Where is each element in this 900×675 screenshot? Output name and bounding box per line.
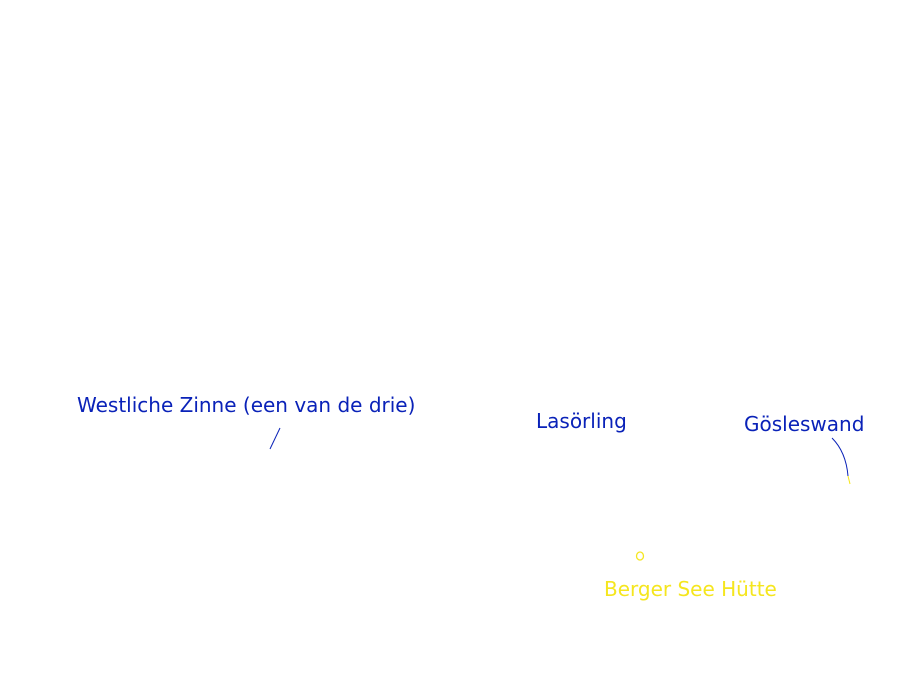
- lasoerling-label[interactable]: Lasörling: [536, 409, 627, 433]
- goesleswand-marker: [847, 475, 851, 485]
- goesleswand-leader-line: [831, 437, 849, 477]
- berger-see-huette-marker-icon[interactable]: [635, 551, 645, 561]
- westliche-zinne-leader-line: [269, 427, 281, 450]
- goesleswand-label[interactable]: Gösleswand: [744, 412, 865, 436]
- westliche-zinne-label[interactable]: Westliche Zinne (een van de drie): [77, 393, 416, 417]
- berger-see-huette-label[interactable]: Berger See Hütte: [604, 577, 777, 601]
